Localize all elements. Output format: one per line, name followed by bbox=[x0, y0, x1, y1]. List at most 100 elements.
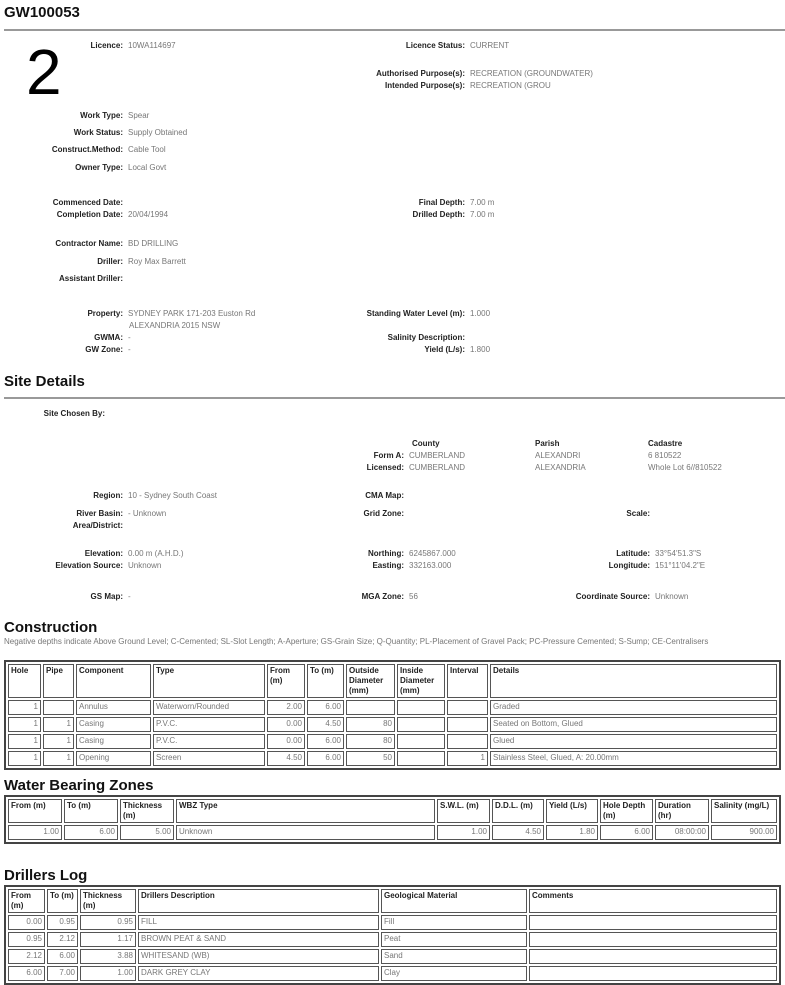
table-header-row: From (m)To (m)Thickness (m)Drillers Desc… bbox=[8, 889, 777, 913]
property-field: Property:SYDNEY PARK 171-203 Euston Rd bbox=[87, 309, 256, 318]
table-cell: 08:00:00 bbox=[655, 825, 709, 840]
form-a-cadastre: 6 810522 bbox=[648, 451, 682, 460]
table-cell: Casing bbox=[76, 717, 151, 732]
driller-field: Driller:Roy Max Barrett bbox=[97, 257, 186, 266]
gwma-field: GWMA:- bbox=[94, 333, 131, 342]
table-cell bbox=[447, 734, 488, 749]
property-line-2: ALEXANDRIA 2015 NSW bbox=[129, 321, 221, 330]
table-cell: 80 bbox=[346, 717, 395, 732]
coordinate-source-field: Coordinate Source:Unknown bbox=[575, 592, 689, 601]
table-cell: Waterworn/Rounded bbox=[153, 700, 265, 715]
completion-date-field: Completion Date:20/04/1994 bbox=[56, 210, 169, 219]
table-cell: Graded bbox=[490, 700, 777, 715]
drilled-depth-field: Drilled Depth:7.00 m bbox=[412, 210, 495, 219]
table-cell: Opening bbox=[76, 751, 151, 766]
latitude-field: Latitude:33°54'51.3"S bbox=[616, 549, 702, 558]
table-cell: 1 bbox=[8, 717, 41, 732]
table-cell: 6.00 bbox=[47, 949, 78, 964]
table-cell: 1.00 bbox=[437, 825, 490, 840]
column-header: Component bbox=[76, 664, 151, 698]
table-cell bbox=[397, 700, 445, 715]
table-cell: 1 bbox=[8, 700, 41, 715]
column-header: WBZ Type bbox=[176, 799, 435, 823]
table-cell: Fill bbox=[381, 915, 527, 930]
scale-field: Scale: bbox=[626, 509, 650, 518]
table-cell: Seated on Bottom, Glued bbox=[490, 717, 777, 732]
column-header: From (m) bbox=[8, 889, 45, 913]
site-details-heading: Site Details bbox=[4, 373, 85, 390]
construct-method-field: Construct.Method:Cable Tool bbox=[51, 145, 166, 154]
page-number: 2 bbox=[26, 36, 62, 108]
table-cell: Annulus bbox=[76, 700, 151, 715]
elevation-source-field: Elevation Source:Unknown bbox=[55, 561, 162, 570]
column-header: S.W.L. (m) bbox=[437, 799, 490, 823]
table-cell bbox=[529, 949, 777, 964]
column-header: Pipe bbox=[43, 664, 74, 698]
northing-field: Northing:6245867.000 bbox=[368, 549, 456, 558]
table-cell: Unknown bbox=[176, 825, 435, 840]
table-cell: 80 bbox=[346, 734, 395, 749]
table-cell: BROWN PEAT & SAND bbox=[138, 932, 379, 947]
table-cell: 1 bbox=[8, 734, 41, 749]
table-cell: 3.88 bbox=[80, 949, 136, 964]
table-cell: Stainless Steel, Glued, A: 20.00mm bbox=[490, 751, 777, 766]
table-cell: 1.17 bbox=[80, 932, 136, 947]
licensed-field: Licensed:CUMBERLAND bbox=[366, 463, 466, 472]
drillers-log-table: From (m)To (m)Thickness (m)Drillers Desc… bbox=[4, 885, 781, 985]
column-header: From (m) bbox=[8, 799, 62, 823]
grid-zone-field: Grid Zone: bbox=[363, 509, 404, 518]
table-cell: WHITESAND (WB) bbox=[138, 949, 379, 964]
table-cell bbox=[43, 700, 74, 715]
table-cell bbox=[397, 717, 445, 732]
contractor-name-field: Contractor Name:BD DRILLING bbox=[55, 239, 179, 248]
table-cell bbox=[529, 932, 777, 947]
licensed-cadastre: Whole Lot 6//810522 bbox=[648, 463, 722, 472]
construction-heading: Construction bbox=[4, 619, 98, 636]
table-cell: 6.00 bbox=[600, 825, 653, 840]
work-type-field: Work Type:Spear bbox=[80, 111, 150, 120]
table-cell: 4.50 bbox=[267, 751, 305, 766]
table-cell: 0.95 bbox=[80, 915, 136, 930]
table-cell bbox=[397, 751, 445, 766]
licensed-parish: ALEXANDRIA bbox=[535, 463, 586, 472]
owner-type-field: Owner Type:Local Govt bbox=[75, 163, 167, 172]
table-cell bbox=[529, 966, 777, 981]
table-cell: DARK GREY CLAY bbox=[138, 966, 379, 981]
table-cell: 6.00 bbox=[8, 966, 45, 981]
table-cell: 2.00 bbox=[267, 700, 305, 715]
table-cell: 4.50 bbox=[492, 825, 544, 840]
wbz-heading: Water Bearing Zones bbox=[4, 777, 154, 794]
form-a-parish: ALEXANDRI bbox=[535, 451, 581, 460]
table-cell: 0.00 bbox=[267, 734, 305, 749]
column-header: Duration (hr) bbox=[655, 799, 709, 823]
column-header: Hole bbox=[8, 664, 41, 698]
table-cell: Sand bbox=[381, 949, 527, 964]
table-cell: 1.80 bbox=[546, 825, 598, 840]
drillers-log-heading: Drillers Log bbox=[4, 867, 88, 884]
work-status-field: Work Status:Supply Obtained bbox=[73, 128, 188, 137]
table-cell: Casing bbox=[76, 734, 151, 749]
salinity-description-field: Salinity Description: bbox=[387, 333, 465, 342]
table-cell: 6.00 bbox=[307, 734, 344, 749]
table-cell: FILL bbox=[138, 915, 379, 930]
table-cell: 6.00 bbox=[64, 825, 118, 840]
column-header: Interval bbox=[447, 664, 488, 698]
cadastre-header: Cadastre bbox=[648, 439, 683, 448]
table-cell: 7.00 bbox=[47, 966, 78, 981]
table-cell: 1 bbox=[43, 751, 74, 766]
table-cell: 900.00 bbox=[711, 825, 777, 840]
parish-header: Parish bbox=[535, 439, 560, 448]
table-cell: Peat bbox=[381, 932, 527, 947]
column-header: Hole Depth (m) bbox=[600, 799, 653, 823]
table-cell bbox=[529, 915, 777, 930]
column-header: Type bbox=[153, 664, 265, 698]
table-cell bbox=[346, 700, 395, 715]
table-cell: 0.00 bbox=[267, 717, 305, 732]
